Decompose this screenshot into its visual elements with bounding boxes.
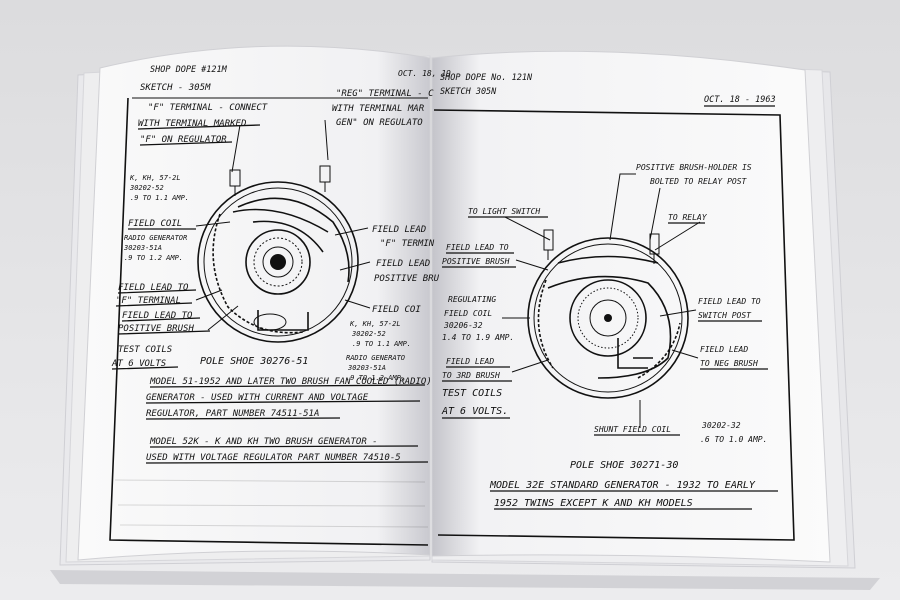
label-field-lead: FIELD LEAD <box>446 357 494 366</box>
label-field-lead: FIELD LEAD TO <box>122 311 193 321</box>
label-regulating-coil: REGULATING <box>448 295 496 304</box>
caption: MODEL 51-1952 AND LATER TWO BRUSH FAN CO… <box>149 377 432 387</box>
left-page <box>77 45 431 561</box>
label-f-terminal: "F" ON REGULATOR <box>140 135 227 145</box>
right-sketch: SHOP DOPE No. 121N SKETCH 305N OCT. 18 -… <box>433 73 795 541</box>
label-field-coil-right: FIELD COI <box>372 305 421 315</box>
label-test-coils: AT 6 VOLTS <box>111 359 167 369</box>
label-spec: 30202-52 <box>351 330 386 338</box>
label-spec: K, KH, 57-2L <box>129 174 181 182</box>
label-radio: 30203-51A <box>123 244 162 252</box>
caption: REGULATOR, PART NUMBER 74511-51A <box>146 409 319 419</box>
left-sketch: SHOP DOPE #121M OCT. 18, 19 SKETCH - 305… <box>109 65 451 546</box>
label-f-terminal: "F" TERMINAL - CONNECT <box>148 103 268 113</box>
label-test-coils: TEST COILS <box>118 345 173 355</box>
label-field-lead-neg: TO NEG BRUSH <box>700 359 758 368</box>
caption: GENERATOR - USED WITH CURRENT AND VOLTAG… <box>146 393 369 403</box>
label-radio: RADIO GENERATOR <box>124 234 187 242</box>
left-header: SHOP DOPE #121M <box>150 65 228 75</box>
caption: USED WITH VOLTAGE REGULATOR PART NUMBER … <box>146 453 401 463</box>
label-field-lead-right: FIELD LEAD <box>372 225 426 235</box>
label-field-lead: "F" TERMINAL <box>116 296 181 306</box>
left-sketch-number: SKETCH - 305M <box>140 83 211 93</box>
generator-drawing-right <box>527 229 689 399</box>
label-field-lead-switch: SWITCH POST <box>698 311 752 320</box>
label-spec: 30203-51A <box>347 364 386 372</box>
label-reg-terminal: WITH TERMINAL MAR <box>332 104 425 114</box>
label-to-light-switch: TO LIGHT SWITCH <box>468 207 540 216</box>
label-pos-brush-holder: BOLTED TO RELAY POST <box>650 177 748 186</box>
right-sketch-number: SKETCH 305N <box>440 87 497 97</box>
label-f-terminal: WITH TERMINAL MARKED <box>138 119 246 129</box>
label-regulating-coil: 1.4 TO 1.9 AMP. <box>442 333 514 342</box>
generator-drawing-left <box>197 165 359 343</box>
right-border <box>433 109 795 541</box>
label-to-relay: TO RELAY <box>668 213 708 222</box>
label-radio: .9 TO 1.2 AMP. <box>124 254 183 262</box>
label-shunt-coil: SHUNT FIELD COIL <box>594 425 671 434</box>
label-spec: 30202-52 <box>129 184 164 192</box>
label-test-coils: AT 6 VOLTS. <box>441 406 508 417</box>
label-reg-terminal: GEN" ON REGULATO <box>336 118 423 128</box>
label-field-lead-switch: FIELD LEAD TO <box>698 297 761 306</box>
book-shadow <box>50 570 880 590</box>
label-spec: .9 TO 1.1 AMP. <box>352 340 411 348</box>
label-pole-shoe: POLE SHOE 30276-51 <box>200 356 308 367</box>
label-field-lead-neg: FIELD LEAD <box>700 345 748 354</box>
right-page <box>431 50 831 563</box>
label-field-coil: FIELD COIL <box>128 219 182 229</box>
label-field-lead: POSITIVE BRUSH <box>442 257 510 266</box>
label-regulating-coil: 30206-32 <box>443 321 483 330</box>
label-field-lead: TO 3RD BRUSH <box>442 371 500 380</box>
label-pole-shoe: POLE SHOE 30271-30 <box>570 460 678 471</box>
label-spec: .9 TO 1.2 AMP. <box>346 374 405 382</box>
label-spec: RADIO GENERATO <box>346 354 405 362</box>
label-shunt-spec: .6 TO 1.0 AMP. <box>700 435 767 444</box>
label-regulating-coil: FIELD COIL <box>444 309 492 318</box>
label-field-lead: POSITIVE BRUSH <box>118 324 194 334</box>
label-pos-brush-holder: POSITIVE BRUSH-HOLDER IS <box>636 163 752 172</box>
label-field-lead-right: FIELD LEAD <box>376 259 430 269</box>
label-field-lead: FIELD LEAD TO <box>446 243 509 252</box>
label-reg-terminal: "REG" TERMINAL - C <box>336 89 434 99</box>
label-spec: K, KH, 57-2L <box>349 320 401 328</box>
label-field-lead-right: POSITIVE BRU <box>374 274 440 284</box>
left-date: OCT. 18, 19 <box>398 69 451 78</box>
label-field-lead-right: "F" TERMIN <box>380 239 435 249</box>
right-date: OCT. 18 - 1963 <box>704 95 776 105</box>
caption: MODEL 52K - K AND KH TWO BRUSH GENERATOR… <box>149 437 378 447</box>
right-header: SHOP DOPE No. 121N <box>440 73 533 83</box>
label-test-coils: TEST COILS <box>442 388 502 399</box>
caption: MODEL 32E STANDARD GENERATOR - 1932 TO E… <box>489 480 756 491</box>
label-shunt-spec: 30202-32 <box>701 421 741 430</box>
caption: 1952 TWINS EXCEPT K AND KH MODELS <box>494 498 693 509</box>
left-border <box>109 97 429 546</box>
label-field-lead: FIELD LEAD TO <box>118 283 189 293</box>
label-spec: .9 TO 1.1 AMP. <box>130 194 189 202</box>
